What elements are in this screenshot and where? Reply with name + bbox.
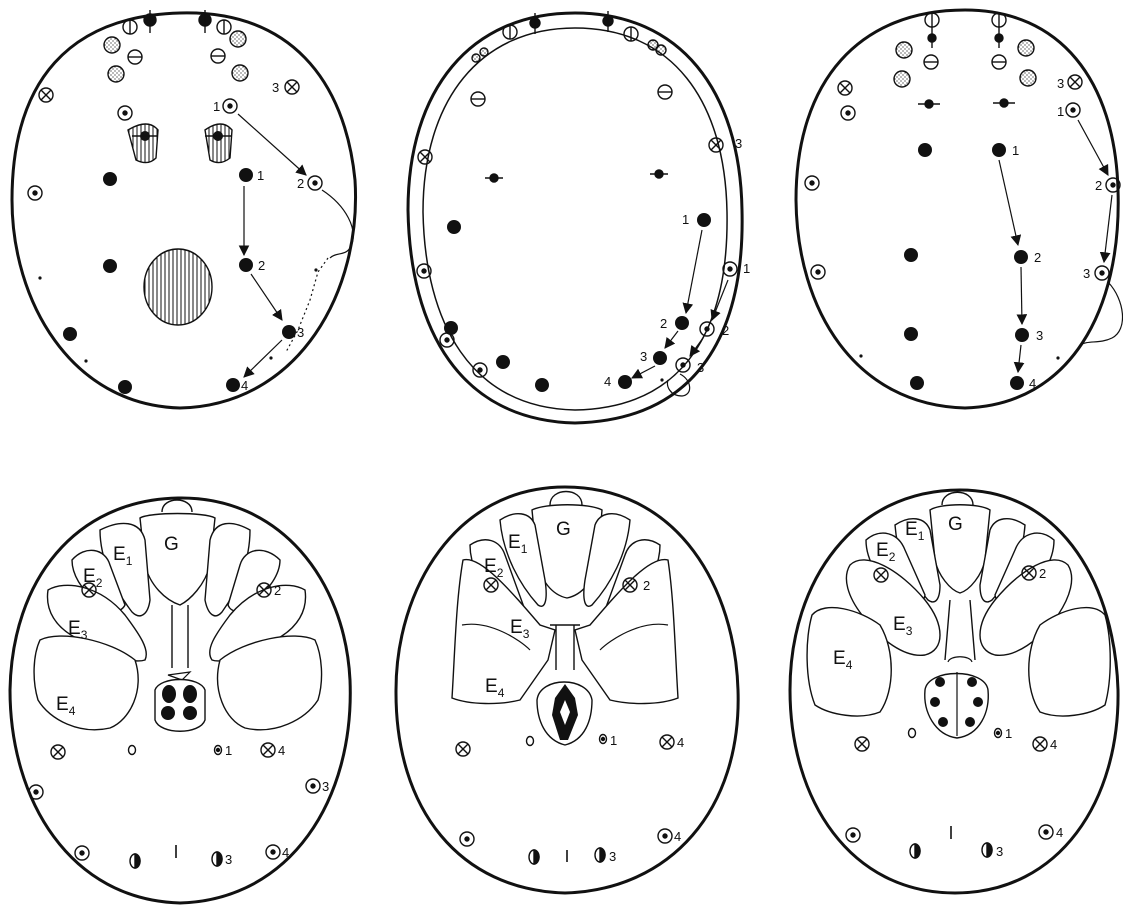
panel-dorsal-3: 1 2 3 4 1 2 3 3 xyxy=(796,10,1123,408)
label: 1 xyxy=(610,733,617,748)
label: 2 xyxy=(274,583,281,598)
label: 4 xyxy=(241,378,248,393)
striped-blob xyxy=(128,124,158,163)
label: 4 xyxy=(282,845,289,860)
lobe-g xyxy=(140,514,215,606)
label: 4 xyxy=(677,735,684,750)
head-outline xyxy=(408,13,742,423)
label: 2 xyxy=(258,258,265,273)
panel-dorsal-2: 1 2 3 4 1 2 3 3 xyxy=(408,11,750,423)
striped-blob xyxy=(205,124,232,163)
panel-ventral-2: G E1 E2 E3 E4 2 1 4 4 3 xyxy=(396,487,738,893)
label-g: G xyxy=(164,534,179,555)
label: 1 xyxy=(213,99,220,114)
label: 2 xyxy=(1039,566,1046,581)
label-g: G xyxy=(948,514,963,535)
top-marks xyxy=(28,10,322,200)
label: 2 xyxy=(722,323,729,338)
label: 1 xyxy=(225,743,232,758)
label: 4 xyxy=(604,374,611,389)
label: 4 xyxy=(1029,376,1036,391)
label: 1 xyxy=(1005,726,1012,741)
label: 3 xyxy=(225,852,232,867)
label: 2 xyxy=(297,176,304,191)
label: 3 xyxy=(996,844,1003,859)
label: 2 xyxy=(660,316,667,331)
head-outline xyxy=(12,13,356,408)
label: 4 xyxy=(1050,737,1057,752)
label: 3 xyxy=(322,779,329,794)
central-body xyxy=(155,680,205,732)
label-g: G xyxy=(556,519,571,540)
label: 3 xyxy=(1036,328,1043,343)
label: 1 xyxy=(1057,104,1064,119)
panel-ventral-1: G E1 E2 E3 E4 2 1 4 3 4 3 xyxy=(10,498,350,903)
label: 2 xyxy=(1095,178,1102,193)
label: 4 xyxy=(278,743,285,758)
label: 3 xyxy=(697,360,704,375)
label: 4 xyxy=(674,829,681,844)
label: 2 xyxy=(643,578,650,593)
label: 1 xyxy=(1012,143,1019,158)
label: 3 xyxy=(297,325,304,340)
label: 3 xyxy=(272,80,279,95)
label: 3 xyxy=(609,849,616,864)
label: 3 xyxy=(640,349,647,364)
label: 1 xyxy=(743,261,750,276)
panel-dorsal-1: 1 2 1 2 3 4 3 xyxy=(12,10,356,408)
head-outline xyxy=(796,10,1118,408)
label: 3 xyxy=(735,136,742,151)
label: 3 xyxy=(1083,266,1090,281)
label: 3 xyxy=(1057,76,1064,91)
striped-oval xyxy=(144,249,212,325)
label: 4 xyxy=(1056,825,1063,840)
label: 1 xyxy=(682,212,689,227)
label: 2 xyxy=(1034,250,1041,265)
panel-ventral-3: G E1 E2 E3 E4 2 1 4 4 3 xyxy=(790,490,1118,893)
label: 1 xyxy=(257,168,264,183)
